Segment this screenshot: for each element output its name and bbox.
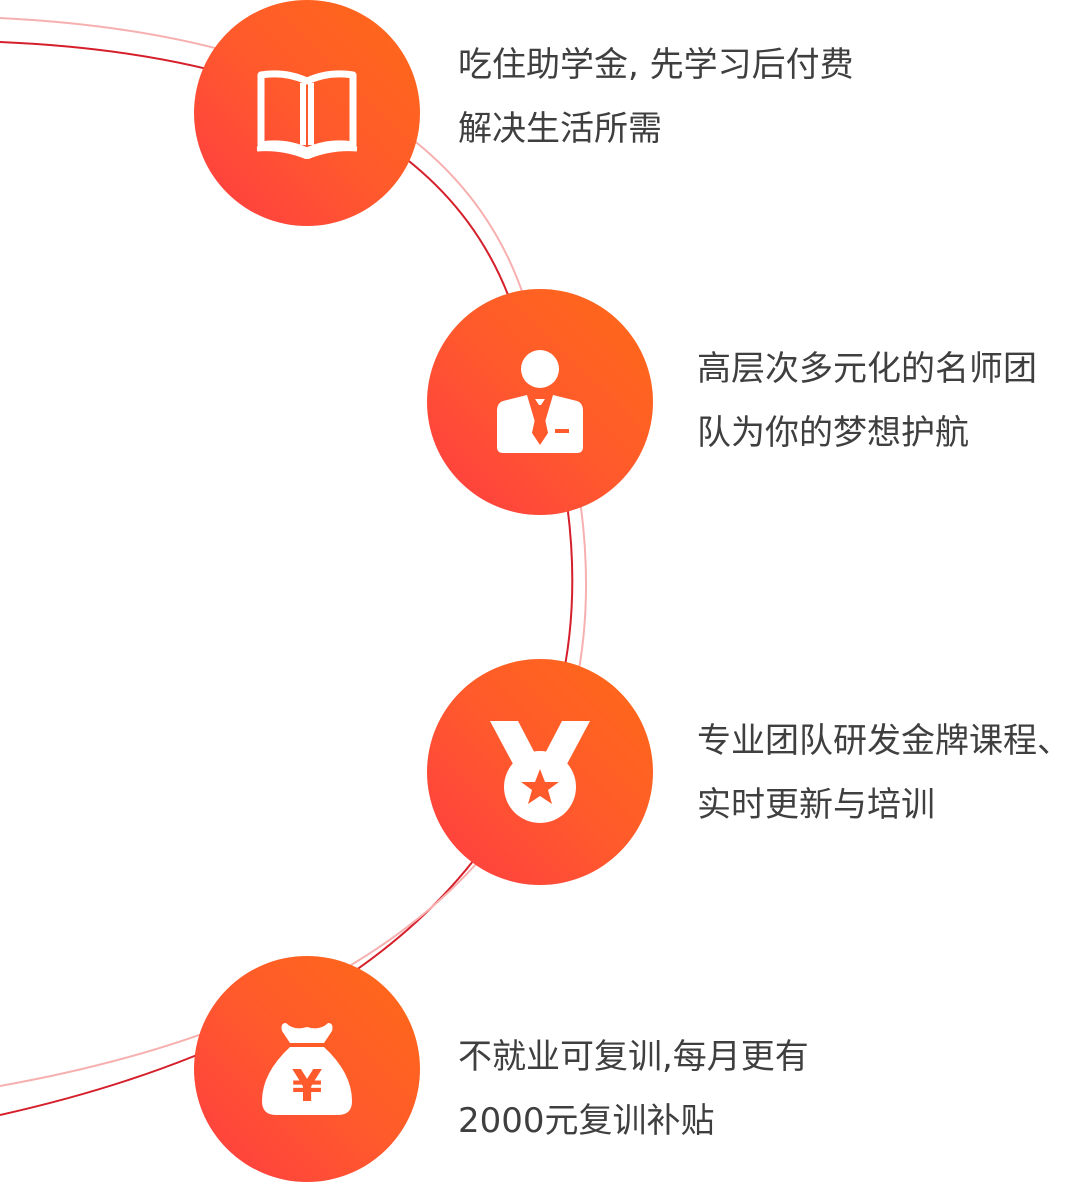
feature-line-2: 解决生活所需 [458, 109, 662, 149]
feature-badge-scholarship [194, 0, 420, 226]
feature-line-1: 不就业可复训,每月更有 [458, 1037, 809, 1077]
feature-badge-subsidy: ¥ [194, 956, 420, 1182]
medal-icon [490, 721, 590, 823]
feature-line-1: 专业团队研发金牌课程、 [697, 721, 1068, 761]
feature-line-1: 吃住助学金, 先学习后付费 [458, 45, 854, 85]
feature-text-teachers: 高层次多元化的名师团 队为你的梦想护航 [697, 337, 1037, 465]
yen-glyph: ¥ [292, 1061, 323, 1112]
open-book-icon [256, 70, 358, 159]
feature-line-2: 实时更新与培训 [697, 785, 935, 825]
teacher-icon [497, 350, 583, 453]
feature-line-2: 队为你的梦想护航 [697, 413, 969, 453]
feature-text-courses: 专业团队研发金牌课程、 实时更新与培训 [697, 709, 1068, 837]
feature-badge-courses [427, 659, 653, 885]
feature-line-1: 高层次多元化的名师团 [697, 349, 1037, 389]
feature-line-2: 2000元复训补贴 [458, 1101, 715, 1141]
money-bag-icon: ¥ [262, 1023, 352, 1115]
feature-text-subsidy: 不就业可复训,每月更有 2000元复训补贴 [458, 1025, 809, 1153]
feature-badge-teachers [427, 289, 653, 515]
feature-text-scholarship: 吃住助学金, 先学习后付费 解决生活所需 [458, 33, 854, 161]
